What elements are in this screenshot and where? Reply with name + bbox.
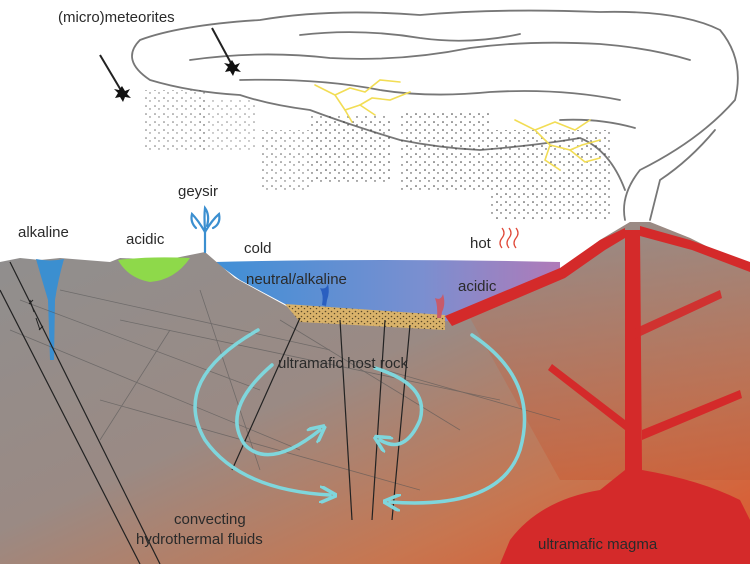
meteorites-label: (micro)meteorites	[58, 9, 175, 26]
neutral-vent-chimney	[320, 284, 329, 306]
geysir-spout	[190, 205, 221, 254]
magma-dike-right	[640, 226, 750, 272]
neutral-alkaline-label: neutral/alkaline	[246, 271, 347, 288]
magma-branch-right	[642, 390, 742, 440]
acidic-pool-label: acidic	[126, 231, 165, 248]
lightning-bolts	[314, 79, 601, 171]
cold-label: cold	[244, 240, 272, 257]
sediment-layer	[285, 304, 445, 330]
magma-label: ultramafic magma	[538, 536, 658, 553]
fracture-lines	[9, 289, 561, 491]
acidic-vent-label: acidic	[458, 278, 497, 295]
heat-waves-icon	[499, 227, 519, 249]
magma-branch-upper	[632, 290, 722, 340]
alkaline-spring-conduit	[36, 259, 64, 360]
ash-fall	[145, 90, 610, 220]
fluids-label-line2: hydrothermal fluids	[136, 531, 263, 548]
fault-slip-arrows	[28, 299, 44, 331]
geysir-label: geysir	[178, 183, 218, 200]
meteorite-2	[211, 27, 241, 76]
fluids-label-line1: convecting	[174, 511, 246, 528]
convection-arrows	[193, 328, 527, 503]
meteorite-1	[99, 54, 131, 102]
host-rock-label: ultramafic host rock	[278, 355, 409, 372]
hot-label: hot	[470, 235, 492, 252]
alkaline-label: alkaline	[18, 224, 69, 241]
magma-branch-left	[548, 364, 625, 430]
acidic-vent-chimney	[435, 294, 445, 318]
magma-chamber	[500, 230, 750, 564]
magma-dike-left	[445, 228, 625, 326]
acidic-pool	[118, 257, 190, 282]
